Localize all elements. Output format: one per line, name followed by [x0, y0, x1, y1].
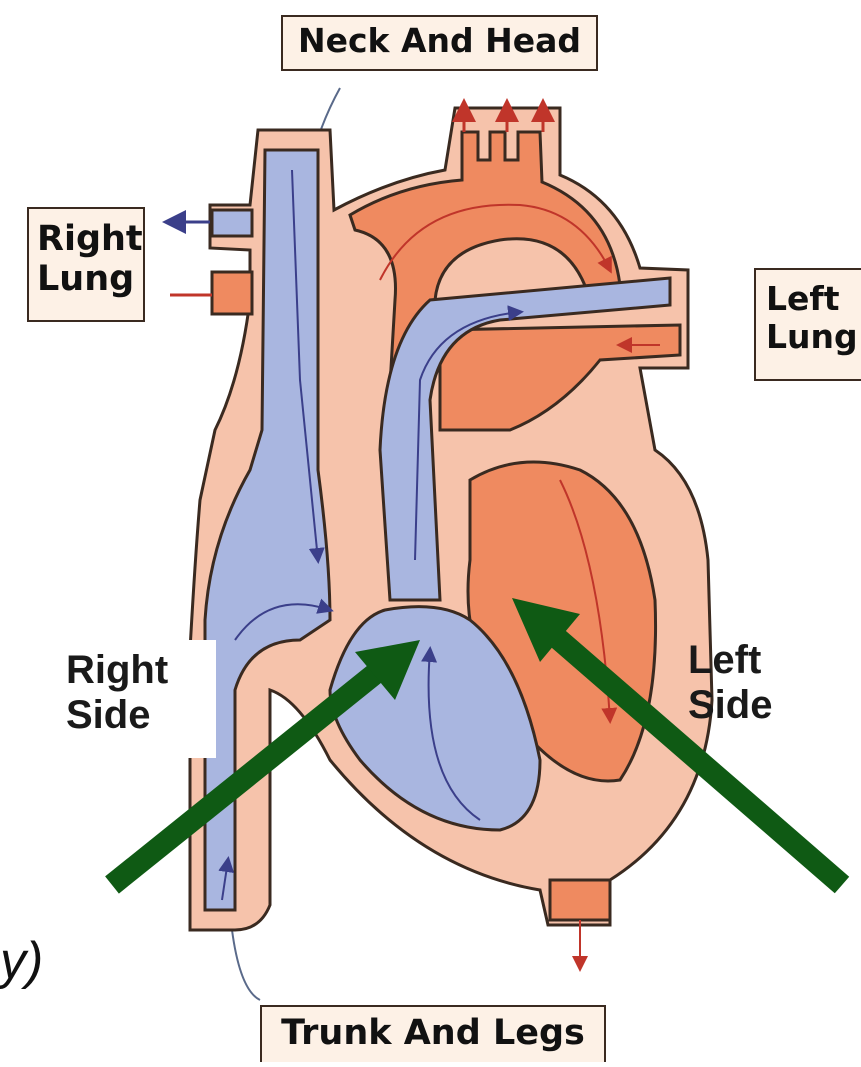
right-lung-label: Right Lung — [27, 207, 145, 322]
right-side-label: Right Side — [58, 640, 216, 758]
right-side-text-line1: Right — [66, 648, 216, 693]
left-side-text-line2: Side — [688, 683, 808, 728]
left-side-label: Left Side — [684, 632, 808, 748]
trunk-and-legs-label: Trunk And Legs — [260, 1005, 606, 1062]
right-pulmonary-vein — [212, 272, 252, 314]
right-pulmonary-artery — [212, 210, 252, 236]
left-lung-label: Left Lung — [754, 268, 861, 381]
descending-aorta — [550, 880, 610, 920]
cut-off-text: y) — [0, 935, 60, 995]
neck-and-head-label: Neck And Head — [281, 15, 598, 71]
right-side-text-line2: Side — [66, 693, 216, 738]
right-lung-text-line2: Lung — [37, 259, 143, 299]
background-curve — [232, 930, 260, 1000]
left-side-text-line1: Left — [688, 638, 808, 683]
left-lung-text-line2: Lung — [766, 318, 861, 356]
trunk-and-legs-text: Trunk And Legs — [262, 1013, 604, 1053]
neck-and-head-text: Neck And Head — [283, 22, 596, 60]
left-lung-text-line1: Left — [766, 280, 861, 318]
right-lung-text-line1: Right — [37, 219, 143, 259]
